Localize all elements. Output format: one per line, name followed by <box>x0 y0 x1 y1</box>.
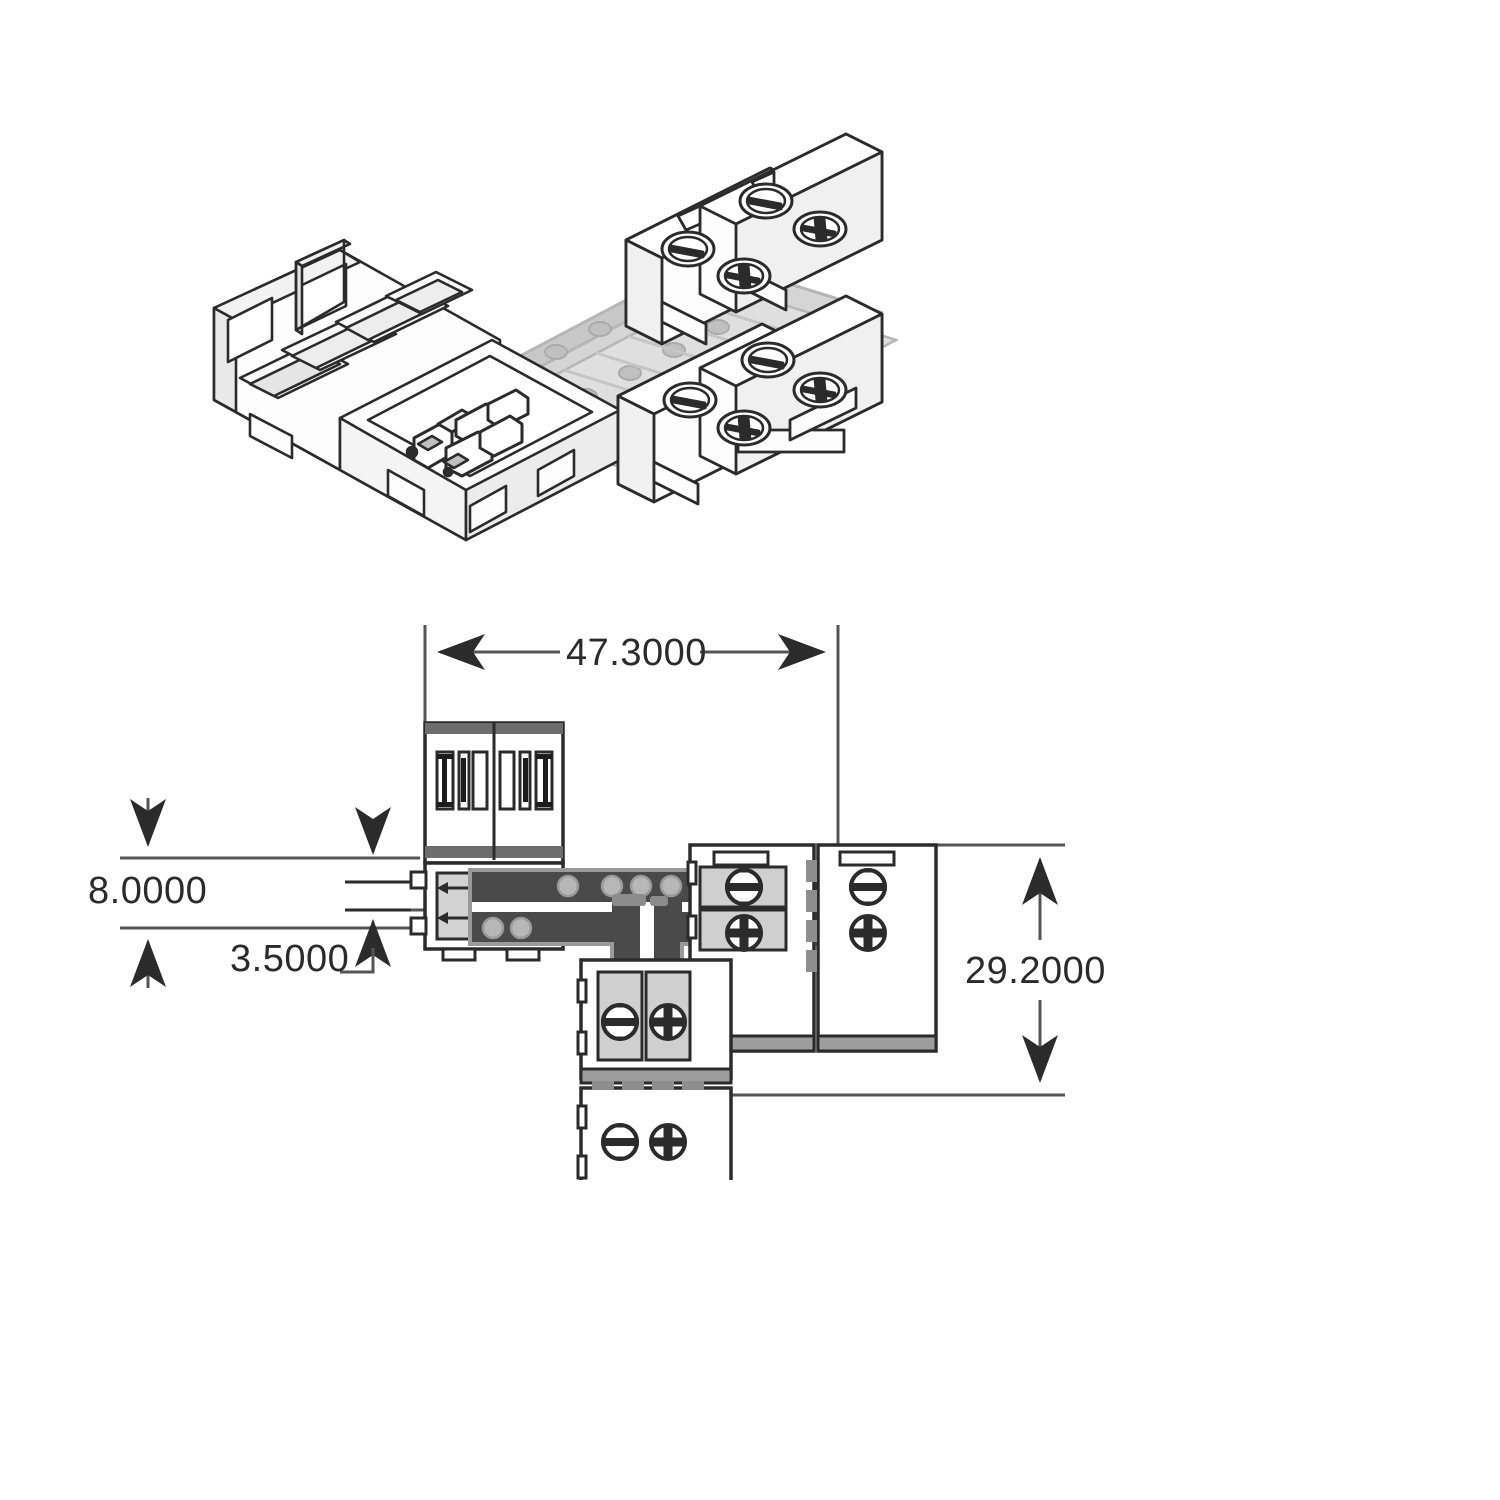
left-housing-top <box>423 721 565 865</box>
orthographic-view <box>0 560 1500 1180</box>
bottom-terminal-block-inner <box>576 958 733 1085</box>
right-terminal-block-outer <box>806 843 938 1053</box>
bottom-terminal-block-outer <box>576 1081 733 1180</box>
iso-terminal-block-lower <box>616 294 884 506</box>
top-view-geometry <box>345 721 938 1180</box>
dimension-overall-height <box>690 843 1065 1097</box>
isometric-view <box>0 0 1500 640</box>
dimension-label-strip-inner-width: 3.5000 <box>230 938 350 980</box>
dimension-label-strip-width: 8.0000 <box>88 870 208 912</box>
iso-housing-mid <box>338 338 622 542</box>
dimension-strip-inner-width <box>340 807 430 974</box>
dimension-label-overall-width: 47.3000 <box>566 632 707 674</box>
iso-terminal-block-upper <box>624 132 884 346</box>
dimension-label-overall-height: 29.2000 <box>965 950 1106 992</box>
